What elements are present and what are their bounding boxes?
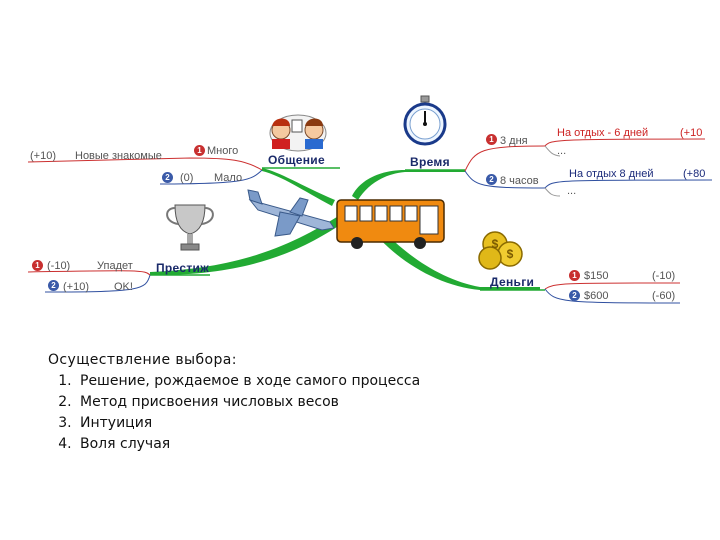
node-new-friends[interactable]: Новые знакомые [75,150,162,162]
methods-list: Решение, рождаемое в ходе самого процесс… [48,371,508,455]
node-150[interactable]: $150 [584,270,609,282]
method-item: Воля случая [76,434,508,455]
branch-prestizh[interactable]: Престиж [156,261,210,275]
node-score-minus10[interactable]: (-10) [47,260,71,272]
priority-badge-2: 2 [486,174,497,185]
node-eight-hours[interactable]: 8 часов [500,175,539,187]
choice-methods-note: Осуществление выбора: Решение, рождаемое… [48,350,508,455]
priority-badge-1: 1 [486,134,497,145]
bus-icon [336,199,445,249]
node-mnogo[interactable]: Много [207,145,239,157]
priority-badge-2: 2 [48,280,59,291]
node-score-plus10[interactable]: (+10) [63,281,89,293]
node-score-plus10[interactable]: (+10) [30,150,56,162]
priority-badge-2: 2 [162,172,173,183]
priority-badge-1: 1 [32,260,43,271]
coins-icon: $ $ [478,231,523,270]
svg-text:$: $ [507,247,514,261]
node-three-days[interactable]: 3 дня [500,135,528,147]
node-more-2[interactable]: ... [567,185,577,197]
people-icon [269,114,327,152]
node-vacation-6[interactable]: На отдых - 6 дней [557,127,649,139]
svg-text:$: $ [492,237,499,251]
method-item: Метод присвоения числовых весов [76,392,508,413]
node-600[interactable]: $600 [584,290,609,302]
node-score-600[interactable]: (-60) [652,290,676,302]
trophy-icon [166,204,214,251]
node-malo[interactable]: Мало [214,172,243,184]
node-score-150[interactable]: (-10) [652,270,676,282]
node-vacation-8[interactable]: На отдых 8 дней [569,168,654,180]
node-zero[interactable]: (0) [180,172,194,184]
priority-badge-1: 1 [194,145,205,156]
node-more-1[interactable]: ... [557,145,567,157]
airplane-icon [247,189,335,237]
method-item: Интуиция [76,413,508,434]
node-score-8[interactable]: (+80 [683,168,706,180]
priority-badge-2: 2 [569,290,580,301]
priority-badge-1: 1 [569,270,580,281]
method-item: Решение, рождаемое в ходе самого процесс… [76,371,508,392]
note-title: Осуществление выбора: [48,352,237,368]
branch-obshchenie[interactable]: Общение [268,153,325,167]
node-score-6[interactable]: (+10 [680,127,703,139]
branch-dengi[interactable]: Деньги [490,275,535,289]
branch-connectors [150,168,540,290]
node-upadet[interactable]: Упадет [97,260,133,272]
node-ok[interactable]: OK! [114,281,133,293]
branch-vremya[interactable]: Время [410,155,450,169]
stopwatch-icon [403,95,447,146]
